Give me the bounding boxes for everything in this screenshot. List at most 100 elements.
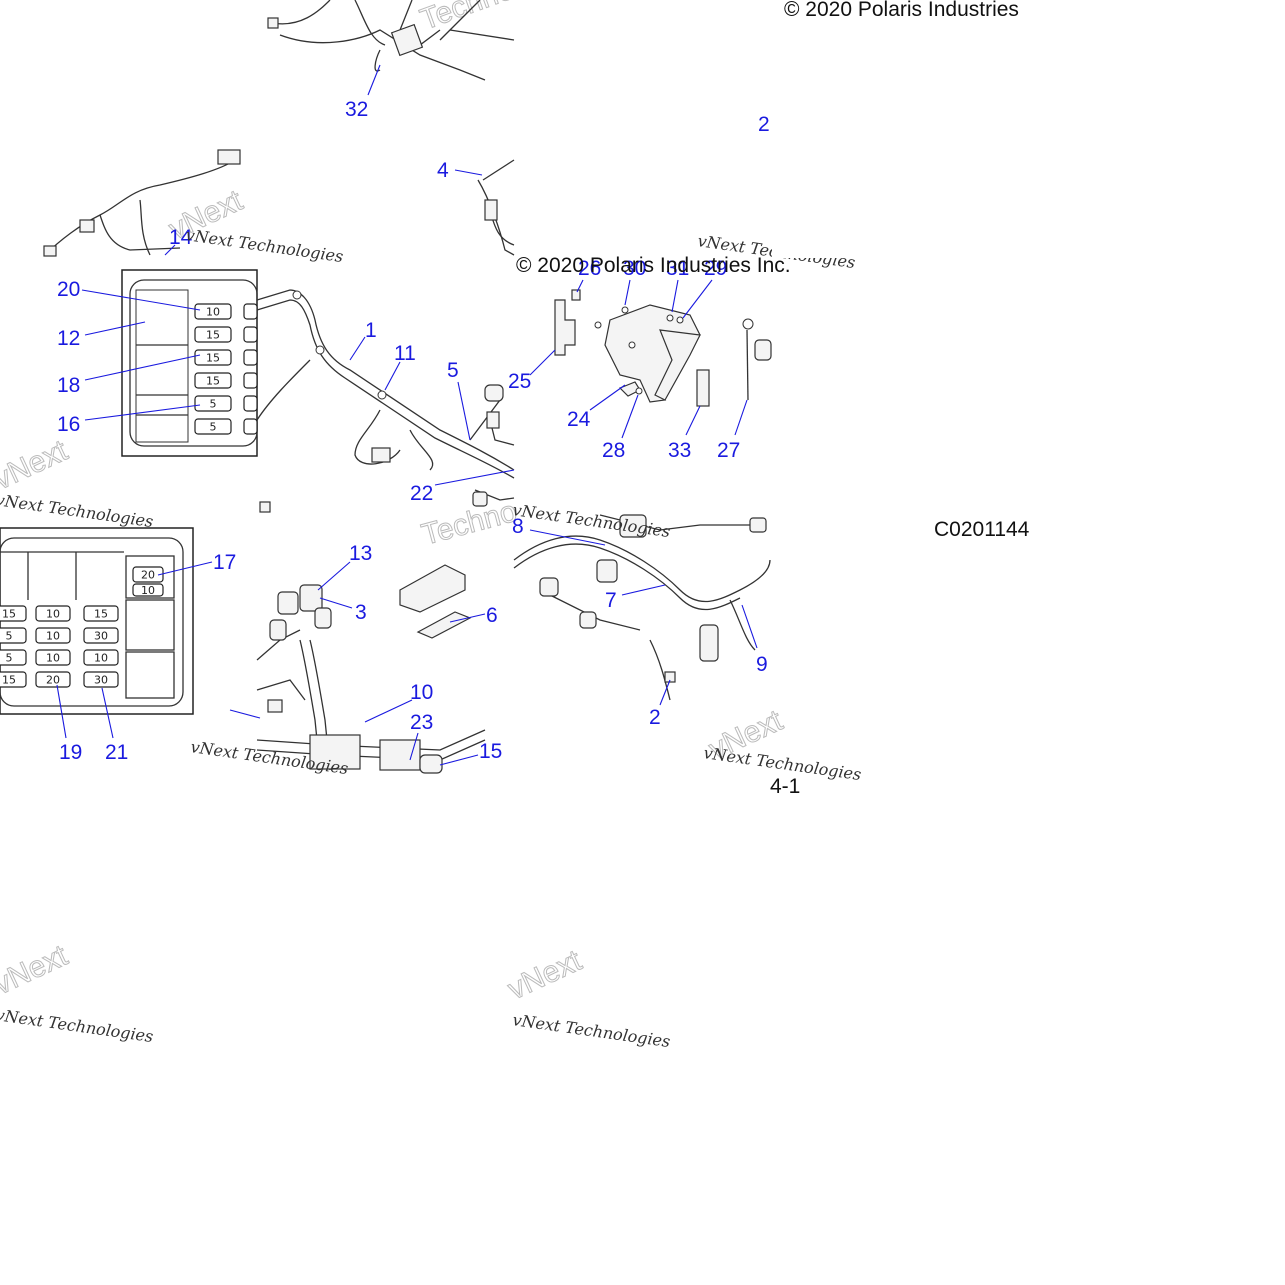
large-fuse-top-1-label: 10 [141, 584, 155, 597]
large-fuse-c0-3-body [0, 671, 27, 688]
callout-23: 23 [410, 711, 433, 734]
callout-20: 20 [57, 278, 80, 301]
small-fuse-2: 15 [194, 349, 232, 366]
callout-32: 32 [345, 98, 368, 121]
figure-code: C0201144 [934, 518, 1030, 541]
callout-31: 31 [666, 257, 689, 280]
large-fuse-c2-3-label: 30 [94, 674, 108, 687]
small-fuse-edge-2-body [243, 349, 258, 366]
large-fuse-c1-2: 10 [35, 649, 71, 666]
leader-lines [56, 64, 758, 766]
large-fuse-c2-2: 10 [83, 649, 119, 666]
large-fuse-c2-2-body [83, 649, 119, 666]
large-fuse-c2-0: 15 [83, 605, 119, 622]
large-fuse-c0-3-label: 15 [2, 674, 16, 687]
watermark-vnext-5: vNext [503, 944, 587, 1007]
large-fuse-c1-0-body [35, 605, 71, 622]
large-fuse-c2-3-body [83, 671, 119, 688]
harness-lower-centre [256, 584, 486, 774]
callout-1: 1 [365, 319, 377, 342]
harness-4 [477, 159, 515, 256]
callout-21: 21 [105, 741, 128, 764]
small-fuse-3-body [194, 372, 232, 389]
callout-11: 11 [394, 342, 416, 365]
callout-3: 3 [355, 601, 367, 624]
watermark-script-1: vNext Technologies [184, 225, 344, 266]
callout-6: 6 [486, 604, 498, 627]
harness-right [513, 514, 771, 701]
large-fuse-c0-2: 5 [0, 649, 27, 666]
callout-30: 30 [623, 257, 646, 280]
large-fuse-c2-0-body [83, 605, 119, 622]
copyright-top: © 2020 Polaris Industries [784, 0, 1019, 21]
large-fuse-c1-1-label: 10 [46, 630, 60, 643]
callout-2-top: 2 [758, 113, 770, 136]
small-fuse-edge-1-body [243, 326, 258, 343]
harness-14 [43, 149, 241, 257]
callout-27: 27 [717, 439, 740, 462]
small-fuse-1-label: 15 [206, 329, 220, 342]
large-fuse-c0-0: 15 [0, 605, 27, 622]
small-fuse-1: 15 [194, 326, 232, 343]
small-fuse-0: 10 [194, 303, 232, 320]
callout-24: 24 [567, 408, 591, 431]
watermark-techno-2: Techno [418, 495, 520, 552]
large-fuse-c0-1: 5 [0, 627, 27, 644]
large-fuse-c0-0-label: 15 [2, 608, 16, 621]
callout-33: 33 [668, 439, 691, 462]
small-fuse-4: 5 [194, 395, 232, 412]
watermark-techno-1: Techno [416, 0, 518, 37]
callout-25: 25 [508, 370, 531, 393]
callout-15: 15 [479, 740, 502, 763]
large-fuse-top-0: 20 [132, 566, 164, 583]
callout-2-bottom: 2 [649, 706, 661, 729]
large-fuse-c2-1-label: 30 [94, 630, 108, 643]
callout-5: 5 [447, 359, 459, 382]
small-fuse-edge-3-body [243, 372, 258, 389]
callout-22: 22 [410, 482, 433, 505]
callouts: 32 2 4 14 26 30 31 29 20 12 18 16 1 11 5… [57, 98, 770, 764]
small-fuse-edge-5 [243, 418, 258, 435]
callout-17: 17 [213, 551, 236, 574]
large-fuse-c2-2-label: 10 [94, 652, 108, 665]
callout-29: 29 [704, 257, 727, 280]
large-fuse-c1-2-label: 10 [46, 652, 60, 665]
large-fuse-c1-1-body [35, 627, 71, 644]
large-fuse-c1-3-body [35, 671, 71, 688]
large-fuse-c1-3: 20 [35, 671, 71, 688]
small-fuse-edge-1 [243, 326, 258, 343]
large-fuse-c1-2-body [35, 649, 71, 666]
large-fuse-c0-2-body [0, 649, 27, 666]
large-fuse-top-1: 10 [132, 583, 164, 597]
watermark-script-7: vNext Technologies [0, 1005, 154, 1046]
large-fuse-top-1-body [132, 583, 164, 597]
small-fuse-edge-3 [243, 372, 258, 389]
callout-14: 14 [169, 226, 193, 249]
callout-7: 7 [605, 589, 617, 612]
large-fuse-c2-1: 30 [83, 627, 119, 644]
watermark-script-3: vNext Technologies [0, 490, 154, 531]
large-fuse-c2-0-label: 15 [94, 608, 108, 621]
small-fuse-edge-0 [243, 303, 258, 320]
small-fuse-5-body [194, 418, 232, 435]
module-6 [399, 564, 472, 639]
callout-4: 4 [437, 159, 449, 182]
callout-16: 16 [57, 413, 80, 436]
large-fuse-c2-3: 30 [83, 671, 119, 688]
small-fuse-edge-4-body [243, 395, 258, 412]
bracket-assembly [554, 289, 772, 407]
large-fuse-top-0-body [132, 566, 164, 583]
large-fuse-c0-1-body [0, 627, 27, 644]
small-fuse-edge-5-body [243, 418, 258, 435]
copyright-middle: © 2020 Polaris Industries Inc. [516, 254, 791, 277]
small-fuse-5: 5 [194, 418, 232, 435]
callout-18: 18 [57, 374, 80, 397]
callout-10: 10 [410, 681, 433, 704]
large-fuse-c1-0-label: 10 [46, 608, 60, 621]
callout-9: 9 [756, 653, 768, 676]
watermark-vnext-4: vNext [0, 939, 73, 1002]
callout-28: 28 [602, 439, 625, 462]
large-fuse-c0-3: 15 [0, 671, 27, 688]
small-fuse-edge-2 [243, 349, 258, 366]
